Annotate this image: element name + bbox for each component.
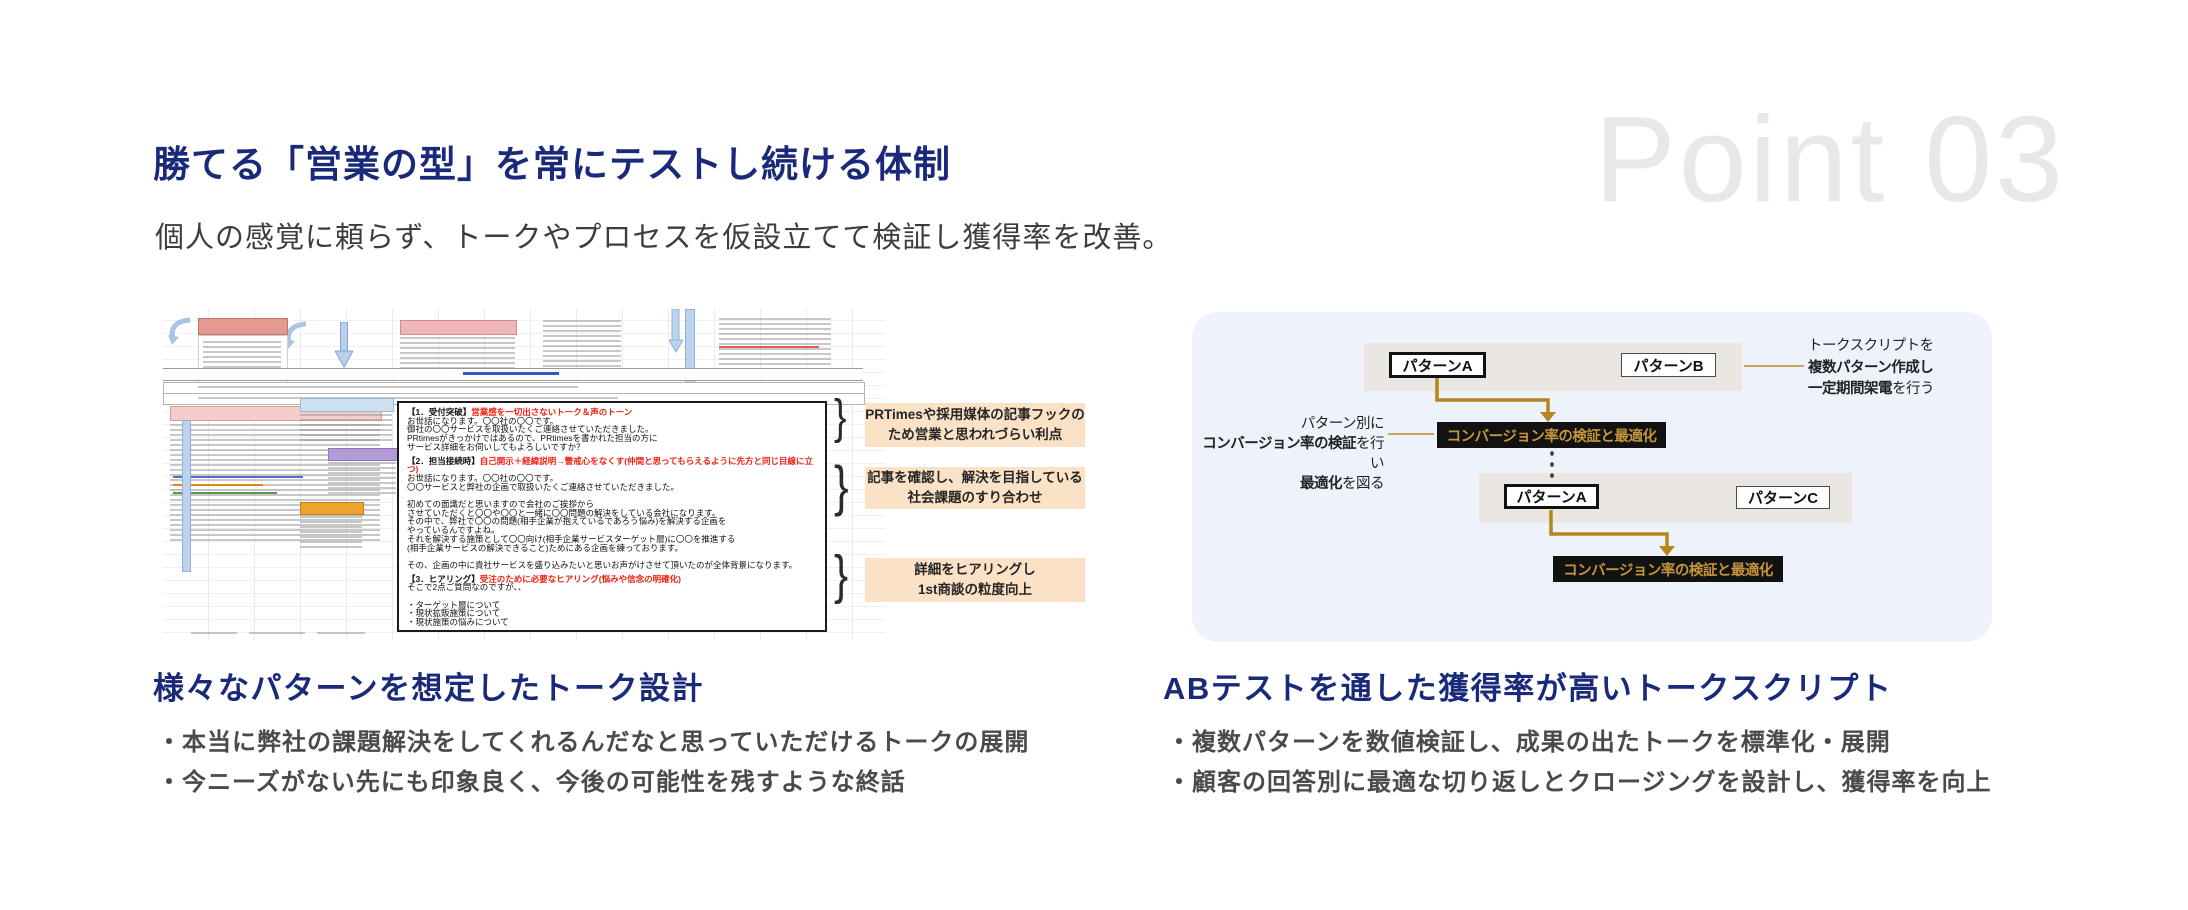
script-section-3: 【3．ヒアリング】受注のために必要なヒアリング(悩みや信念の明確化) そこで2点… xyxy=(407,573,817,628)
sheet-cell-blue-header xyxy=(300,398,394,412)
right-section-heading: ABテストを通した獲得率が高いトークスクリプト xyxy=(1163,671,1893,706)
page-subtitle: 個人の感覚に頼らず、トークやプロセスを仮設立てて検証し獲得率を改善。 xyxy=(155,222,1173,254)
script-section-highlight: 受注のために必要なヒアリング(悩みや信念の明確化) xyxy=(479,573,681,584)
script-section-label: 【3．ヒアリング】 xyxy=(407,573,480,584)
brace-icon: } xyxy=(834,454,849,517)
conversion-rate-box-2: コンバージョン率の検証と最適化 xyxy=(1553,556,1783,582)
left-note-line1: パターン別に xyxy=(1300,416,1385,432)
right-note-line3: 一定期間架電を行う xyxy=(1808,381,1935,397)
brace-icon: } xyxy=(834,391,847,444)
script-section-label: 【1．受付突破】 xyxy=(407,407,472,417)
sheet-cell-red-header xyxy=(198,318,288,335)
left-note-line3: 最適化を図る xyxy=(1300,476,1385,492)
flow-arrows xyxy=(1388,365,1804,556)
brace-icon: } xyxy=(834,545,849,605)
ab-test-diagram: パターンA パターンB コンバージョン率の検証と最適化 パターンA パターンC … xyxy=(1192,312,1992,642)
right-bullet-2: ・顧客の回答別に最適な切り返しとクロージングを設計し、獲得率を向上 xyxy=(1167,769,1992,796)
conversion-rate-box-1: コンバージョン率の検証と最適化 xyxy=(1437,422,1666,448)
script-section-highlight: 営業感を一切出さないトーク＆声のトーン xyxy=(471,407,633,417)
pattern-box-a1: パターンA xyxy=(1389,352,1486,378)
right-note-line2: 複数パターン作成し xyxy=(1808,359,1934,376)
down-arrow-icon xyxy=(335,322,353,368)
left-bullet-1: ・本当に弊社の課題解決をしてくれるんだなと思っていただけるトークの展開 xyxy=(157,729,1030,756)
left-note-line2: コンバージョン率の検証を行い xyxy=(1202,436,1384,472)
sheet-link-text xyxy=(463,372,559,375)
flow-bar-arrow-icon xyxy=(669,309,683,353)
script-section-highlight: 自己開示＋経緯説明→警戒心をなくす(仲間と思ってもらえるように先方と同じ目線に立… xyxy=(407,455,813,475)
diagram-left-note: パターン別に コンバージョン率の検証を行い 最適化を図る xyxy=(1192,414,1384,494)
sheet-cell-pink-header xyxy=(400,320,517,335)
script-section-body: お世話になります。〇〇社の〇〇です。 御社の〇〇サービスを取扱いたくご連絡させて… xyxy=(407,415,658,452)
annotation-card: 詳細をヒアリングし 1st商談の粒度向上 xyxy=(865,558,1085,602)
page-title: 勝てる「営業の型」を常にテストし続ける体制 xyxy=(153,144,951,185)
pattern-box-b: パターンB xyxy=(1621,353,1716,377)
script-section-2: 【2．担当接続時】自己開示＋経緯説明→警戒心をなくす(仲間と思ってもらえるように… xyxy=(407,455,817,570)
talk-script-overlay-box: 【1．受付突破】営業感を一切出さないトーク＆声のトーン お世話になります。〇〇社… xyxy=(397,401,827,632)
sheet-cell-orange-header xyxy=(300,502,364,515)
script-section-1: 【1．受付突破】営業感を一切出さないトーク＆声のトーン お世話になります。〇〇社… xyxy=(407,408,817,452)
diagram-right-note: トークスクリプトを 複数パターン作成し 一定期間架電を行う xyxy=(1808,336,1992,401)
sheet-cell-purple-header xyxy=(328,448,398,461)
pattern-box-c: パターンC xyxy=(1736,486,1830,509)
script-section-body: お世話になります。〇〇社の〇〇です。 〇〇サービスと弊社の企画で取扱いたくご連絡… xyxy=(407,472,798,570)
annotation-card: 記事を確認し、解決を目指している 社会課題のすり合わせ xyxy=(865,467,1085,509)
script-section-label: 【2．担当接続時】 xyxy=(407,455,480,466)
curved-arrow-icon xyxy=(168,317,191,345)
right-bullet-1: ・複数パターンを数値検証し、成果の出たトークを標準化・展開 xyxy=(1167,729,1891,756)
point-number-watermark: Point 03 xyxy=(1594,91,2066,227)
right-note-line1: トークスクリプトを xyxy=(1808,338,1934,354)
flow-bar xyxy=(182,420,191,572)
pattern-box-a2: パターンA xyxy=(1504,484,1599,509)
script-section-body: そこで2点ご質問なのですが、、 ・ターゲット層について ・現状拡販施策について … xyxy=(407,582,527,628)
left-bullet-2: ・今ニーズがない先にも印象良く、今後の可能性を残すような終話 xyxy=(157,769,906,796)
annotation-card: PRTimesや採用媒体の記事フックの ため営業と思われづらい利点 xyxy=(865,403,1085,447)
left-section-heading: 様々なパターンを想定したトーク設計 xyxy=(153,671,704,706)
